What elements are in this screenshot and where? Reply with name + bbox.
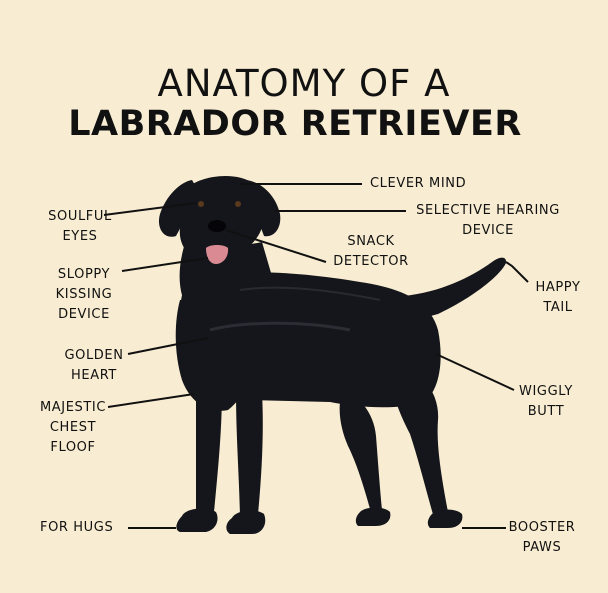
leader-happy-tail — [505, 261, 529, 283]
title-line-2: LABRADOR RETRIEVER — [68, 104, 522, 144]
label-snack-detector: SNACK DETECTOR — [333, 234, 409, 269]
dog-eye-left — [198, 201, 204, 207]
dog-hind-leg-right — [391, 360, 448, 518]
label-sloppy-kissing: SLOPPY KISSING DEVICE — [55, 267, 113, 322]
leader-lines — [103, 183, 529, 529]
leader-golden-heart — [127, 337, 209, 355]
dog-front-paw-left — [176, 508, 218, 532]
leader-sloppy-kissing — [121, 257, 209, 272]
label-selective-hearing: SELECTIVE HEARING DEVICE — [416, 203, 560, 238]
dog-nose — [208, 220, 226, 232]
dog-front-leg-left — [196, 386, 222, 522]
title-line-1: ANATOMY OF A — [157, 62, 451, 105]
leader-soulful-eyes — [103, 202, 197, 216]
leader-wiggly-butt — [435, 353, 515, 391]
label-majestic-chest-floof: MAJESTIC CHEST FLOOF — [39, 400, 107, 455]
label-clever-mind: CLEVER MIND — [370, 176, 467, 191]
dog-front-leg-right — [236, 392, 263, 524]
label-booster-paws: BOOSTER PAWS — [508, 520, 576, 555]
label-wiggly-butt: WIGGLY BUTT — [519, 384, 573, 419]
dog-hind-leg-left — [339, 388, 382, 516]
dog-tongue — [206, 245, 229, 264]
dog-left-ear — [158, 180, 198, 237]
label-golden-heart: GOLDEN HEART — [64, 348, 124, 383]
dog-tail — [404, 257, 507, 320]
coat-sheen — [209, 321, 351, 332]
dog-front-paw-right — [226, 510, 266, 534]
dog-right-ear — [244, 180, 281, 237]
label-soulful-eyes: SOULFUL EYES — [48, 209, 112, 244]
label-for-hugs: FOR HUGS — [40, 520, 114, 535]
dog-eye-right — [235, 201, 241, 207]
coat-sheen-2 — [239, 286, 381, 301]
leader-majestic-chest — [107, 393, 195, 408]
leader-snack-detector — [225, 229, 327, 263]
label-happy-tail: HAPPY TAIL — [535, 280, 581, 315]
dog-hind-paw-right — [427, 509, 463, 528]
dog-hind-paw-left — [355, 507, 391, 526]
